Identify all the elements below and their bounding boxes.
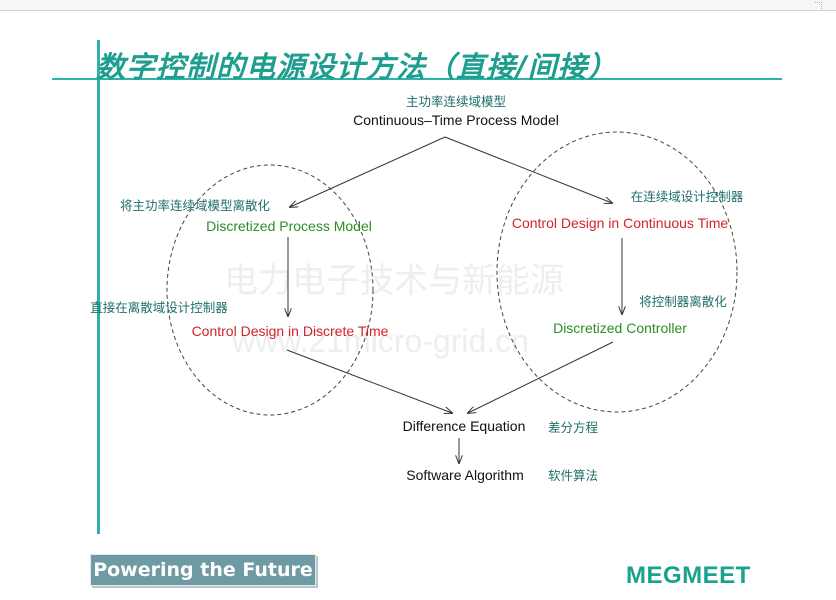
arrow-discrete-design-to-difference bbox=[286, 349, 452, 413]
software-algorithm-label-zh: 软件算法 bbox=[548, 468, 598, 483]
control-design-continuous-label: Control Design in Continuous Time bbox=[512, 215, 729, 231]
continuous-design-label-zh: 在连续域设计控制器 bbox=[631, 189, 744, 204]
direct-discrete-design-label-zh: 直接在离散域设计控制器 bbox=[90, 300, 228, 315]
software-algorithm-label: Software Algorithm bbox=[406, 467, 524, 483]
top-model-label-zh: 主功率连续域模型 bbox=[406, 94, 506, 109]
watermark-chinese: 电力电子技术与新能源 bbox=[224, 261, 564, 301]
watermark-url: www.21micro-grid.cn bbox=[231, 323, 529, 359]
discretize-process-label-zh: 将主功率连续域模型离散化 bbox=[120, 198, 271, 213]
top-window-edge bbox=[0, 0, 836, 11]
control-design-discrete-label: Control Design in Discrete Time bbox=[192, 323, 389, 339]
company-logo: MEGMEET bbox=[626, 562, 751, 589]
slide-title: 数字控制的电源设计方法（直接/间接） bbox=[96, 50, 618, 84]
discretized-controller-label: Discretized Controller bbox=[553, 320, 687, 336]
footer-slogan-badge: Powering the Future bbox=[90, 554, 316, 586]
discretize-controller-label-zh: 将控制器离散化 bbox=[639, 294, 727, 309]
discretized-process-model-label: Discretized Process Model bbox=[206, 218, 372, 234]
corner-marker bbox=[815, 2, 822, 9]
arrow-top-to-discretized-process bbox=[290, 136, 446, 207]
top-model-label: Continuous–Time Process Model bbox=[353, 112, 559, 128]
arrow-controller-to-difference bbox=[468, 341, 614, 413]
difference-equation-label-zh: 差分方程 bbox=[548, 420, 599, 435]
vertical-accent-line bbox=[97, 40, 100, 534]
horizontal-accent-line bbox=[52, 78, 782, 80]
difference-equation-label: Difference Equation bbox=[403, 418, 526, 434]
arrow-top-to-continuous-design bbox=[444, 136, 612, 203]
right-dashed-ellipse bbox=[496, 131, 738, 413]
left-dashed-ellipse bbox=[166, 164, 374, 416]
